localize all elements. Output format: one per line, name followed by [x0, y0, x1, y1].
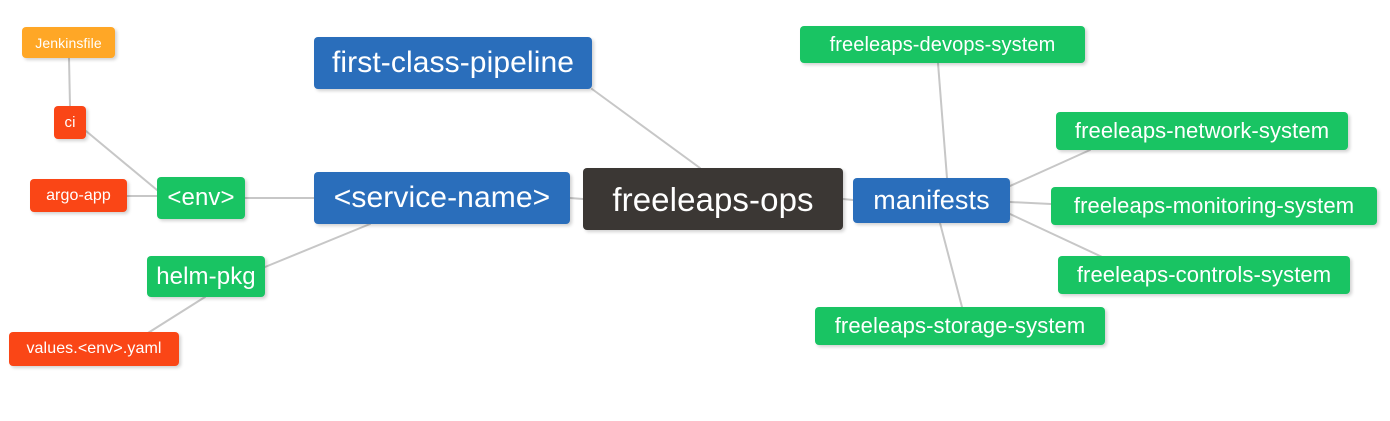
- mindmap-node-manifests[interactable]: manifests: [853, 178, 1010, 223]
- mindmap-node-freeleaps-controls-system[interactable]: freeleaps-controls-system: [1058, 256, 1350, 294]
- mindmap-node-freeleaps-devops-system[interactable]: freeleaps-devops-system: [800, 26, 1085, 63]
- mindmap-node-freeleaps-network-system[interactable]: freeleaps-network-system: [1056, 112, 1348, 150]
- edge-manifests-to-freeleaps-network-system: [1009, 149, 1091, 187]
- edge-service-name-to-helm-pkg: [264, 223, 371, 268]
- mindmap-node-ci[interactable]: ci: [54, 106, 86, 139]
- mindmap-node-values-yaml[interactable]: values.<env>.yaml: [9, 332, 179, 366]
- mindmap-node-root[interactable]: freeleaps-ops: [583, 168, 843, 230]
- mindmap-node-label-freeleaps-controls-system: freeleaps-controls-system: [1076, 262, 1332, 287]
- mindmap-node-label-freeleaps-devops-system: freeleaps-devops-system: [829, 33, 1056, 56]
- mindmap-node-label-argo-app: argo-app: [46, 186, 111, 204]
- mindmap-node-label-freeleaps-storage-system: freeleaps-storage-system: [834, 313, 1086, 338]
- mindmap-node-first-class-pipeline[interactable]: first-class-pipeline: [314, 37, 592, 89]
- edge-root-to-service-name: [569, 197, 584, 200]
- edge-root-to-first-class-pipeline: [591, 88, 701, 169]
- mindmap-node-service-name[interactable]: <service-name>: [314, 172, 570, 224]
- mindmap-node-label-env: <env>: [167, 184, 235, 211]
- mindmap-node-jenkinsfile[interactable]: Jenkinsfile: [22, 27, 115, 58]
- mindmap-node-freeleaps-monitoring-system[interactable]: freeleaps-monitoring-system: [1051, 187, 1377, 225]
- mindmap-node-label-root: freeleaps-ops: [612, 180, 814, 218]
- edge-manifests-to-freeleaps-monitoring-system: [1009, 201, 1052, 205]
- mindmap-node-label-helm-pkg: helm-pkg: [156, 262, 256, 290]
- mindmap-node-label-manifests: manifests: [873, 185, 990, 215]
- edge-root-to-manifests: [842, 198, 854, 201]
- mindmap-node-argo-app[interactable]: argo-app: [30, 179, 127, 212]
- mindmap-node-label-ci: ci: [64, 114, 76, 131]
- mindmap-node-label-freeleaps-monitoring-system: freeleaps-monitoring-system: [1073, 193, 1355, 218]
- mindmap-node-freeleaps-storage-system[interactable]: freeleaps-storage-system: [815, 307, 1105, 345]
- mindmap-node-label-service-name: <service-name>: [333, 181, 551, 214]
- mindmap-node-label-first-class-pipeline: first-class-pipeline: [331, 46, 575, 79]
- edge-ci-to-jenkinsfile: [68, 57, 71, 107]
- mindmap-node-env[interactable]: <env>: [157, 177, 245, 219]
- edge-manifests-to-freeleaps-storage-system: [939, 222, 963, 308]
- mindmap-node-label-values-yaml: values.<env>.yaml: [26, 340, 162, 357]
- mindmap-node-label-freeleaps-network-system: freeleaps-network-system: [1074, 118, 1330, 143]
- mindmap-node-helm-pkg[interactable]: helm-pkg: [147, 256, 265, 297]
- mindmap-node-label-jenkinsfile: Jenkinsfile: [35, 34, 102, 51]
- edge-manifests-to-freeleaps-devops-system: [937, 62, 948, 179]
